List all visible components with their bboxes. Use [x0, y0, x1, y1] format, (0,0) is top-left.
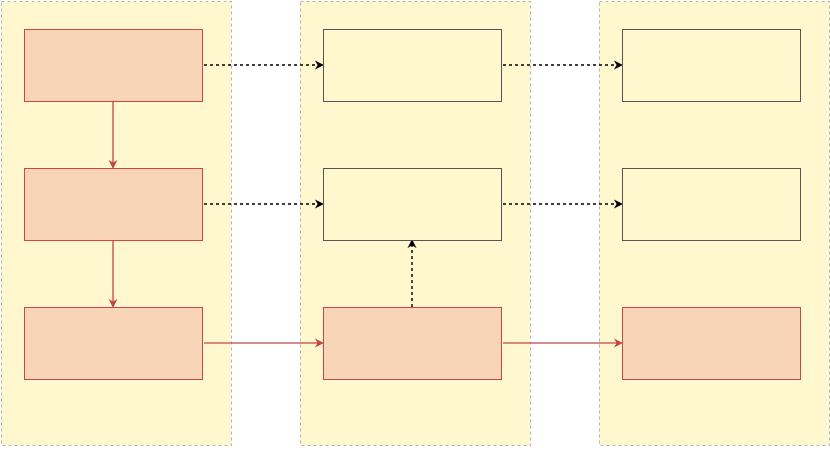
node-box-n12 — [24, 168, 203, 241]
nodes-layer — [24, 29, 801, 380]
node-n31[interactable] — [622, 29, 801, 102]
node-n23[interactable] — [323, 307, 502, 380]
node-box-n13 — [24, 307, 203, 380]
node-n22[interactable] — [323, 168, 502, 241]
node-box-n22 — [323, 168, 502, 241]
node-n12[interactable] — [24, 168, 203, 241]
node-n33[interactable] — [622, 307, 801, 380]
node-n32[interactable] — [622, 168, 801, 241]
node-box-n23 — [323, 307, 502, 380]
node-n11[interactable] — [24, 29, 203, 102]
node-n13[interactable] — [24, 307, 203, 380]
node-box-n31 — [622, 29, 801, 102]
node-box-n33 — [622, 307, 801, 380]
node-box-n21 — [323, 29, 502, 102]
node-box-n11 — [24, 29, 203, 102]
node-box-n32 — [622, 168, 801, 241]
node-n21[interactable] — [323, 29, 502, 102]
edges-layer — [108, 60, 623, 348]
